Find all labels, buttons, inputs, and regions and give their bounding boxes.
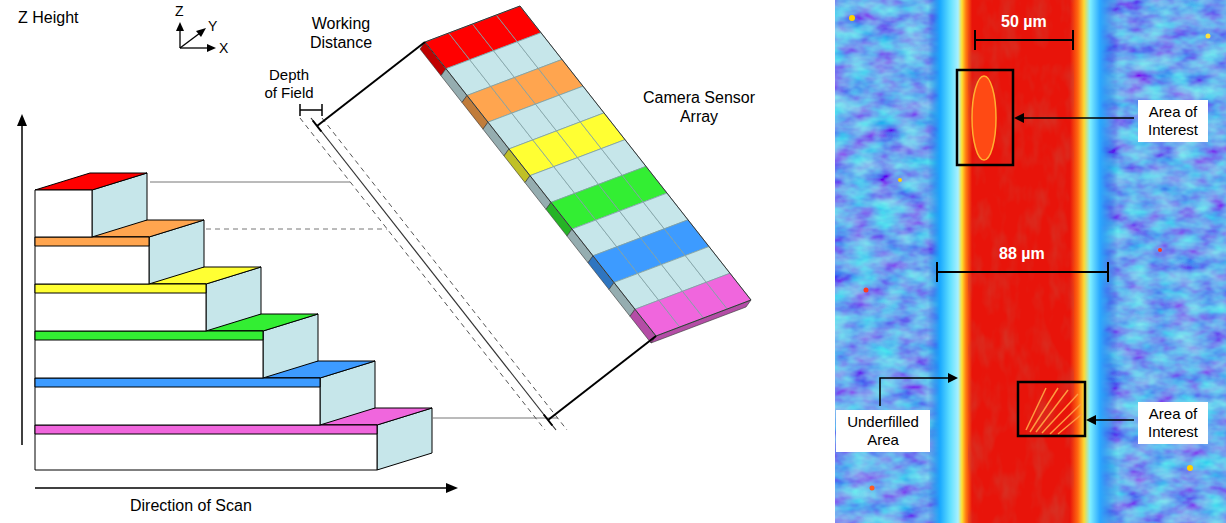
axis-title: Direction of Scan [130, 496, 252, 515]
height-map-image [835, 0, 1226, 523]
depth-of-field-bracket [300, 104, 322, 116]
focal-plane-lines [300, 118, 567, 430]
staircase [35, 173, 432, 470]
callout-label: Area of Interest [1138, 100, 1208, 142]
leader-arrowheads [948, 113, 1096, 425]
step-edge-band [35, 425, 377, 434]
axis-letter: X [219, 40, 228, 57]
axis-letter: Z [175, 3, 184, 20]
step-edge-band [35, 284, 206, 293]
height-reference-lines [150, 182, 558, 418]
axis-title: Z Height [18, 8, 78, 27]
step-front [35, 378, 320, 425]
working-distance-lines [313, 42, 656, 426]
dimension-label: 50 µm [1001, 12, 1047, 31]
leader-lines [880, 118, 1134, 420]
dimension-label: Working Distance [300, 14, 382, 52]
callout-label: Area of Interest [1138, 402, 1208, 444]
step-front [35, 425, 377, 470]
callout-label: Underfilled Area [836, 410, 930, 452]
step-front [35, 237, 149, 284]
area-of-interest-frames [957, 70, 1085, 436]
sensor-outline [425, 6, 751, 336]
step-front [35, 284, 206, 331]
dimension-label: Depth of Field [262, 66, 316, 102]
axis-letter: Y [208, 18, 217, 35]
z-height-arrow [17, 114, 27, 445]
scan-direction-arrow [35, 483, 458, 493]
step-edge-band [35, 378, 320, 387]
step-edge-band [35, 237, 149, 246]
part-label: Camera Sensor Array [640, 88, 758, 126]
dimension-label: 88 µm [999, 244, 1045, 263]
step-front [35, 190, 92, 237]
step-top [35, 173, 147, 190]
step-front [35, 331, 263, 378]
dimension-lines [937, 30, 1108, 282]
step-edge-band [35, 331, 263, 340]
camera-sensor-array [420, 6, 751, 343]
